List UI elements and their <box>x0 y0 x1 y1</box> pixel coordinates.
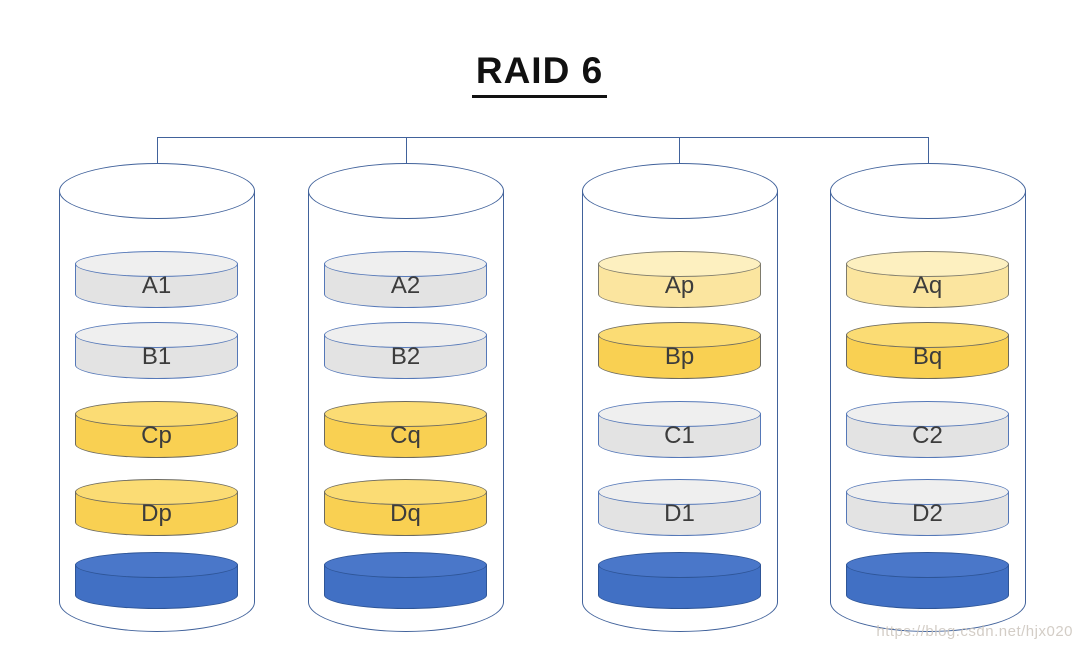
platter-label: D2 <box>912 500 943 527</box>
platter-label: B1 <box>141 343 172 370</box>
platter: Dq <box>324 479 487 536</box>
cylinder-top-ellipse <box>582 163 778 219</box>
title-row: RAID 6 <box>0 50 1079 98</box>
platter-top-ellipse <box>598 251 761 277</box>
platter-label <box>75 565 238 609</box>
platter: D2 <box>846 479 1009 536</box>
platter: Dp <box>75 479 238 536</box>
platter-top-ellipse <box>324 479 487 505</box>
platter-top-ellipse <box>846 479 1009 505</box>
platter-label: Bp <box>664 343 695 370</box>
bus-line-horizontal <box>157 137 929 138</box>
platter-top-ellipse <box>75 401 238 427</box>
platter-top-ellipse <box>598 401 761 427</box>
platter: Cq <box>324 401 487 458</box>
disk-cylinder-2: A2 B2 Cq Dq <box>308 163 504 632</box>
cylinder-top-ellipse <box>830 163 1026 219</box>
platter-top-ellipse <box>324 251 487 277</box>
platter-top-ellipse <box>598 552 761 578</box>
platter-label: Dp <box>141 500 172 527</box>
platter-label: B2 <box>390 343 421 370</box>
platter-label: Cq <box>390 422 421 449</box>
platter: B1 <box>75 322 238 379</box>
platter: Ap <box>598 251 761 308</box>
platter-label: A1 <box>141 272 172 299</box>
platter-top-ellipse <box>324 322 487 348</box>
platter-top-ellipse <box>75 552 238 578</box>
bus-line-vertical-2 <box>406 137 407 164</box>
platter-label: Bq <box>912 343 943 370</box>
platter <box>846 552 1009 609</box>
cylinder-top-ellipse <box>308 163 504 219</box>
platter-label: C2 <box>912 422 943 449</box>
platter: Aq <box>846 251 1009 308</box>
platter: C2 <box>846 401 1009 458</box>
platter: C1 <box>598 401 761 458</box>
platter-label: A2 <box>390 272 421 299</box>
platter: Bp <box>598 322 761 379</box>
bus-line-vertical-1 <box>157 137 158 164</box>
platter <box>75 552 238 609</box>
page-title: RAID 6 <box>471 50 608 98</box>
platter-label: Cp <box>141 422 172 449</box>
platter-label <box>324 565 487 609</box>
platter: D1 <box>598 479 761 536</box>
platter <box>324 552 487 609</box>
platter-label: Dq <box>390 500 421 527</box>
platter-top-ellipse <box>598 479 761 505</box>
platter-top-ellipse <box>846 552 1009 578</box>
platter-top-ellipse <box>846 322 1009 348</box>
platter: Cp <box>75 401 238 458</box>
platter-top-ellipse <box>598 322 761 348</box>
platter-top-ellipse <box>846 251 1009 277</box>
platter-label: D1 <box>664 500 695 527</box>
watermark-text: https://blog.csdn.net/hjx020 <box>876 623 1073 640</box>
platter-top-ellipse <box>75 322 238 348</box>
platter <box>598 552 761 609</box>
bus-line-vertical-4 <box>928 137 929 164</box>
platter-label <box>598 565 761 609</box>
platter: B2 <box>324 322 487 379</box>
platter-top-ellipse <box>75 251 238 277</box>
disk-cylinder-1: A1 B1 Cp Dp <box>59 163 255 632</box>
disk-cylinder-3: Ap Bp C1 D1 <box>582 163 778 632</box>
platter-label: Ap <box>664 272 695 299</box>
platter: Bq <box>846 322 1009 379</box>
disk-cylinder-4: Aq Bq C2 D2 <box>830 163 1026 632</box>
platter-top-ellipse <box>324 552 487 578</box>
platter-top-ellipse <box>75 479 238 505</box>
platter-label: Aq <box>912 272 943 299</box>
platter-top-ellipse <box>324 401 487 427</box>
platter: A1 <box>75 251 238 308</box>
platter-top-ellipse <box>846 401 1009 427</box>
cylinder-top-ellipse <box>59 163 255 219</box>
platter-label <box>846 565 1009 609</box>
platter: A2 <box>324 251 487 308</box>
platter-label: C1 <box>664 422 695 449</box>
bus-line-vertical-3 <box>679 137 680 164</box>
